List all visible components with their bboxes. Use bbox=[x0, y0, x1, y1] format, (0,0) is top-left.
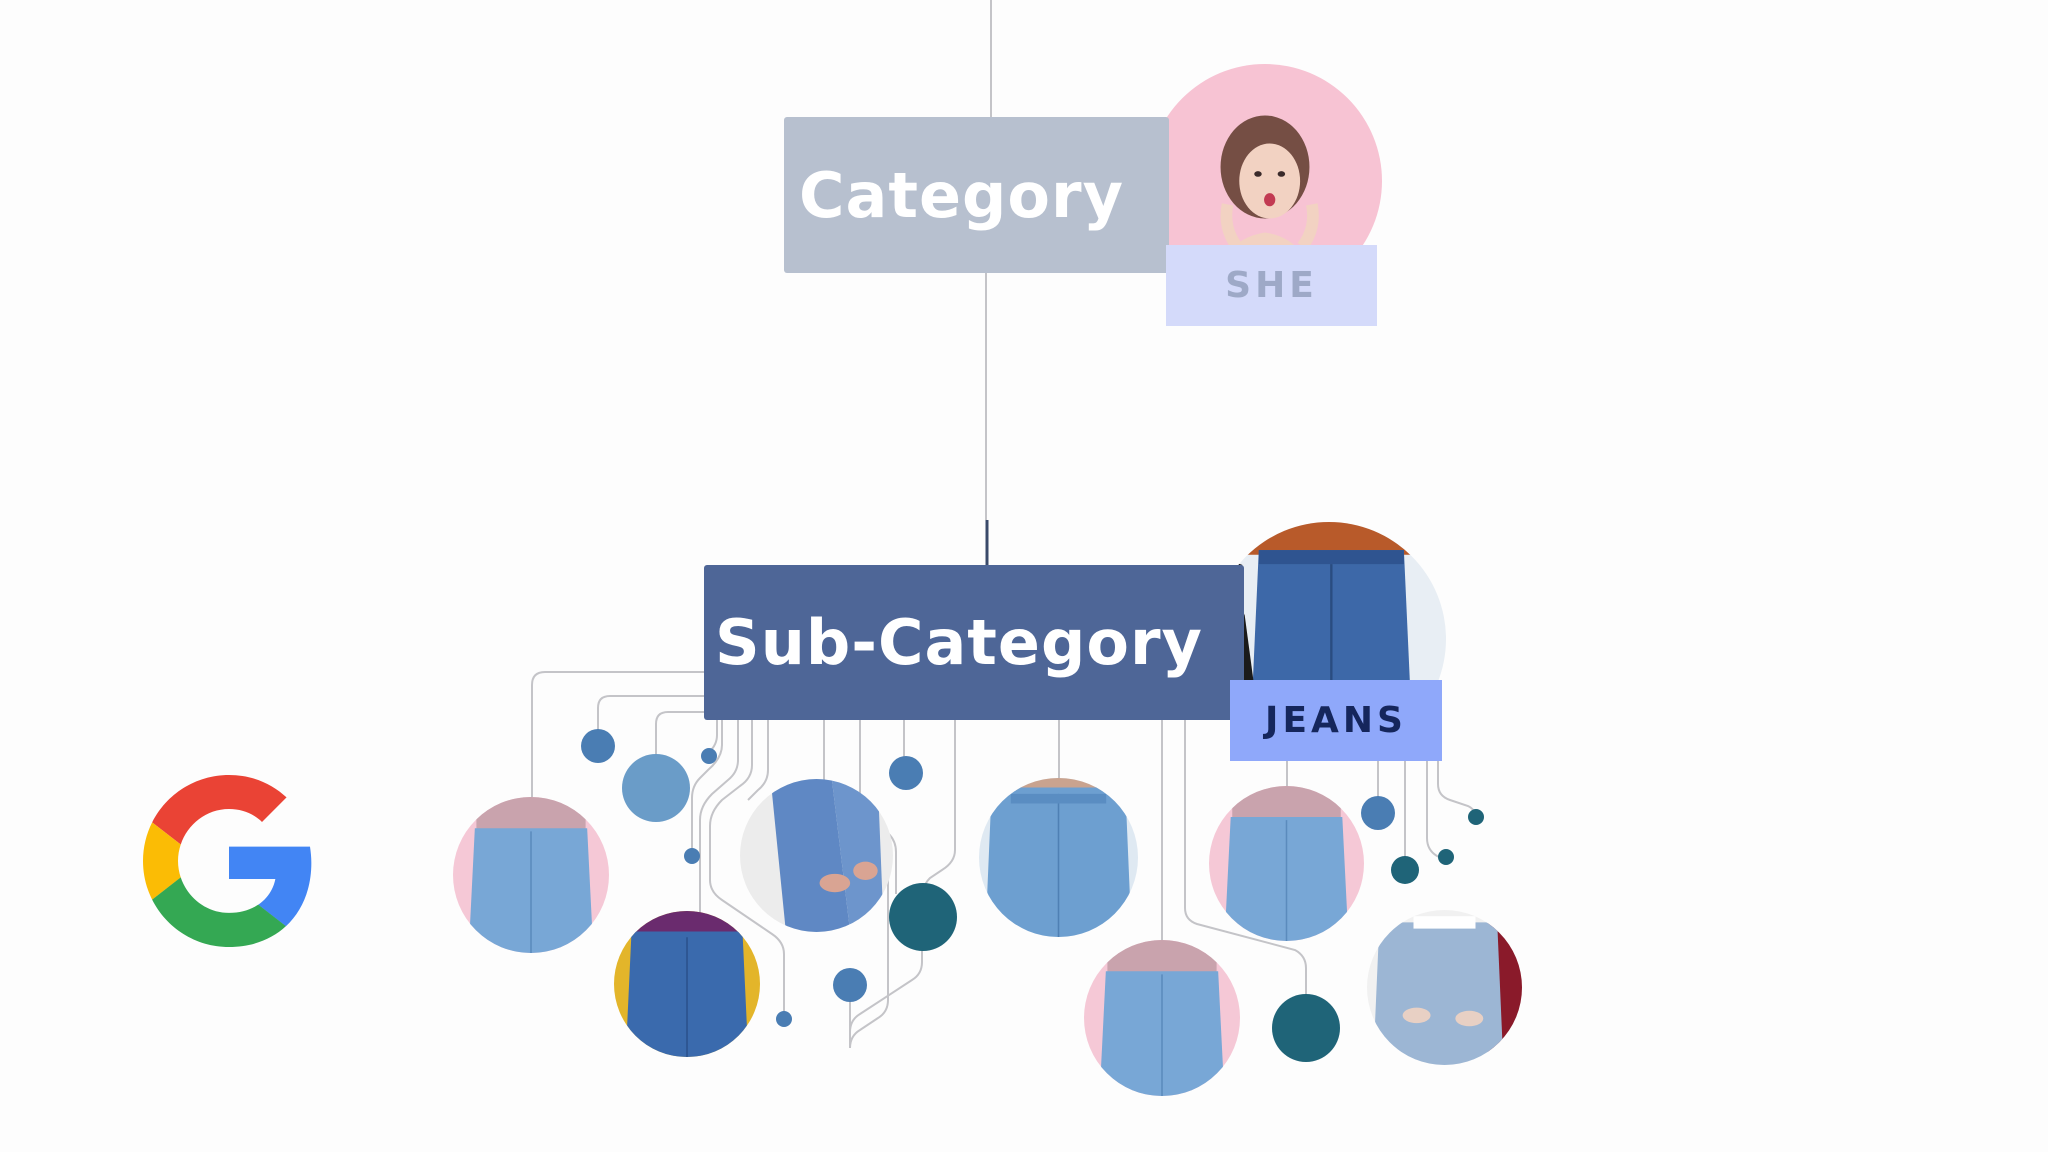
google-g-logo bbox=[143, 775, 315, 947]
teal-dot bbox=[1468, 809, 1484, 825]
subcategory-box: Sub-Category bbox=[704, 565, 1244, 720]
branch-line bbox=[1427, 760, 1446, 860]
category-box: Category bbox=[784, 117, 1169, 273]
jeans-photo bbox=[614, 911, 760, 1057]
jeans-tag: JEANS bbox=[1230, 680, 1442, 761]
branch-line bbox=[656, 712, 704, 758]
she-tag-label: SHE bbox=[1225, 265, 1318, 306]
jeans-photo bbox=[1209, 786, 1364, 941]
blue-dot bbox=[701, 748, 717, 764]
jeans-photo bbox=[1367, 910, 1522, 1065]
teal-dot bbox=[1438, 849, 1454, 865]
blue-dot bbox=[833, 968, 867, 1002]
branch-line bbox=[598, 696, 704, 744]
jeans-photo bbox=[740, 779, 893, 932]
blue-dot bbox=[776, 1011, 792, 1027]
jeans-photo bbox=[1084, 940, 1240, 1096]
blue-dot bbox=[889, 756, 923, 790]
teal-dot bbox=[1272, 994, 1340, 1062]
she-tag: SHE bbox=[1166, 245, 1377, 326]
branch-line bbox=[1438, 760, 1476, 818]
blue-dot bbox=[581, 729, 615, 763]
blue-dot bbox=[1361, 796, 1395, 830]
category-label: Category bbox=[799, 159, 1124, 232]
jeans-photo bbox=[979, 778, 1138, 937]
jeans-photo bbox=[453, 797, 609, 953]
branch-line bbox=[709, 720, 717, 752]
teal-dot bbox=[1391, 856, 1419, 884]
blue-dot bbox=[684, 848, 700, 864]
teal-dot bbox=[889, 883, 957, 951]
subcategory-label: Sub-Category bbox=[715, 606, 1203, 679]
blue-dot bbox=[622, 754, 690, 822]
jeans-tag-label: JEANS bbox=[1265, 700, 1407, 741]
